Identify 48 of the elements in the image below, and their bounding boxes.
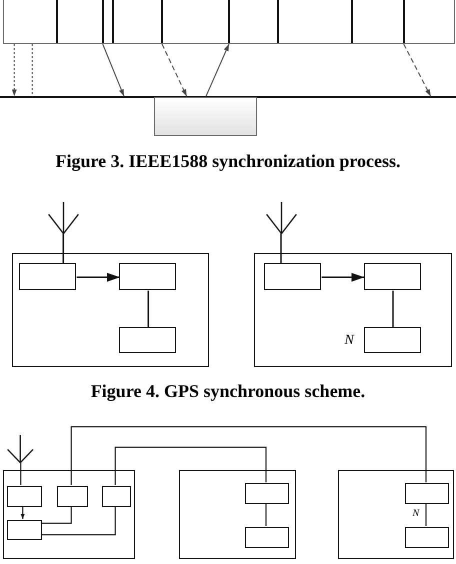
arrow: [76, 272, 120, 282]
connector-line: [41, 506, 72, 524]
component-box: [119, 263, 176, 290]
connector-line: [41, 506, 116, 536]
container-box: [254, 252, 452, 367]
component-box: [6, 486, 42, 507]
component-box: [102, 486, 131, 507]
connector-line: [392, 290, 394, 328]
component-box: [364, 263, 422, 290]
arrow: [322, 272, 364, 282]
component-box: [18, 263, 76, 290]
container-box: [179, 470, 296, 559]
dashed-connector-line: [32, 44, 33, 97]
container-box: [3, 470, 135, 559]
component-box: [56, 486, 88, 507]
connector-line: [280, 233, 282, 264]
component-box: [264, 263, 322, 290]
connector-line: [70, 426, 427, 485]
connector-line: [62, 233, 64, 264]
dashed-arrow: [162, 44, 188, 97]
node-label: N: [344, 332, 354, 349]
figure-caption: Figure 4. GPS synchronous scheme.: [90, 381, 366, 402]
connector-line: [20, 462, 22, 485]
component-box: [119, 327, 176, 354]
container-box: [12, 252, 209, 367]
arrow: [20, 506, 25, 519]
dashed-arrow: [403, 44, 432, 97]
dashed-arrow: [12, 44, 17, 97]
segmented-bar: [3, 0, 455, 44]
component-box: [404, 483, 449, 504]
connector-line: [148, 290, 150, 328]
figure-caption: Figure 3. IEEE1588 synchronization process.: [54, 150, 402, 172]
antenna-icon: [266, 202, 296, 234]
antenna-icon: [7, 435, 34, 463]
container-box: [338, 470, 454, 559]
timeline: [0, 96, 456, 98]
arrow: [102, 44, 124, 97]
component-box: [6, 520, 42, 540]
arrow: [206, 44, 230, 97]
connector-line: [114, 446, 267, 485]
antenna-icon: [48, 202, 79, 234]
shaded-box: [154, 97, 258, 136]
component-box: [245, 483, 290, 504]
connector-line: [265, 503, 267, 526]
component-box: [245, 527, 290, 548]
component-box: [364, 327, 422, 354]
component-box: [404, 527, 449, 548]
connector-line: [425, 503, 427, 526]
